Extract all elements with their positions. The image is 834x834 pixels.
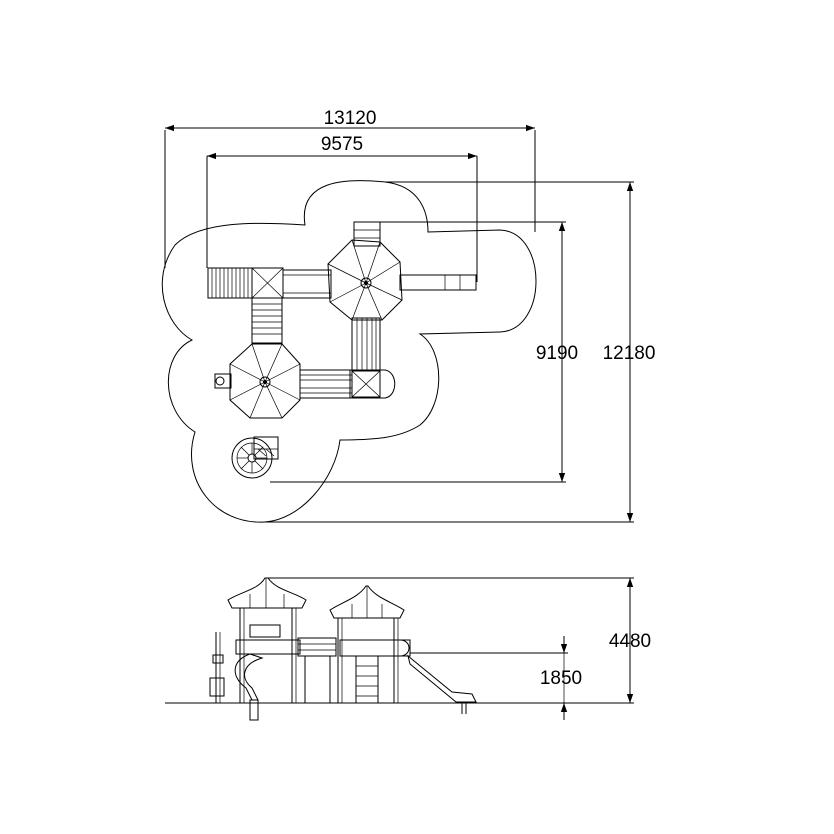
- upper-tower-roof: [327, 239, 403, 321]
- slide-elevation: [407, 654, 477, 714]
- elevation-dimensions: [268, 577, 634, 720]
- plan-view: [161, 124, 634, 523]
- tunnel-plan: [351, 317, 381, 371]
- right-tower-elevation: [329, 585, 411, 703]
- left-tower-elevation: [227, 577, 307, 721]
- elevation-view: [165, 577, 634, 721]
- spiral-slide-plan: [231, 436, 279, 479]
- bridge-upper-plan: [282, 269, 332, 299]
- straight-slide-plan: [399, 274, 477, 291]
- safety-zone-outline: [161, 180, 537, 523]
- dim-label-1850: 1850: [540, 668, 582, 689]
- bridge-lower-plan: [299, 369, 353, 399]
- lower-tower-roof: [229, 343, 301, 419]
- dim-label-9575: 9575: [321, 134, 363, 155]
- dim-label-12180: 12180: [603, 343, 656, 364]
- ladder-elevation: [355, 656, 379, 703]
- left-accessory-elevation: [209, 632, 225, 703]
- steering-wheel-plan: [214, 373, 232, 389]
- ladder-left-plan: [251, 297, 283, 344]
- bridge-elevation: [297, 637, 337, 703]
- lower-right-platform: [349, 369, 396, 399]
- plan-dimensions: [164, 124, 634, 523]
- wave-slide-plan: [207, 267, 284, 299]
- upper-entry-plan: [353, 221, 381, 247]
- dim-label-13120: 13120: [324, 108, 377, 129]
- dim-label-4480: 4480: [609, 631, 651, 652]
- dim-label-9190: 9190: [536, 343, 578, 364]
